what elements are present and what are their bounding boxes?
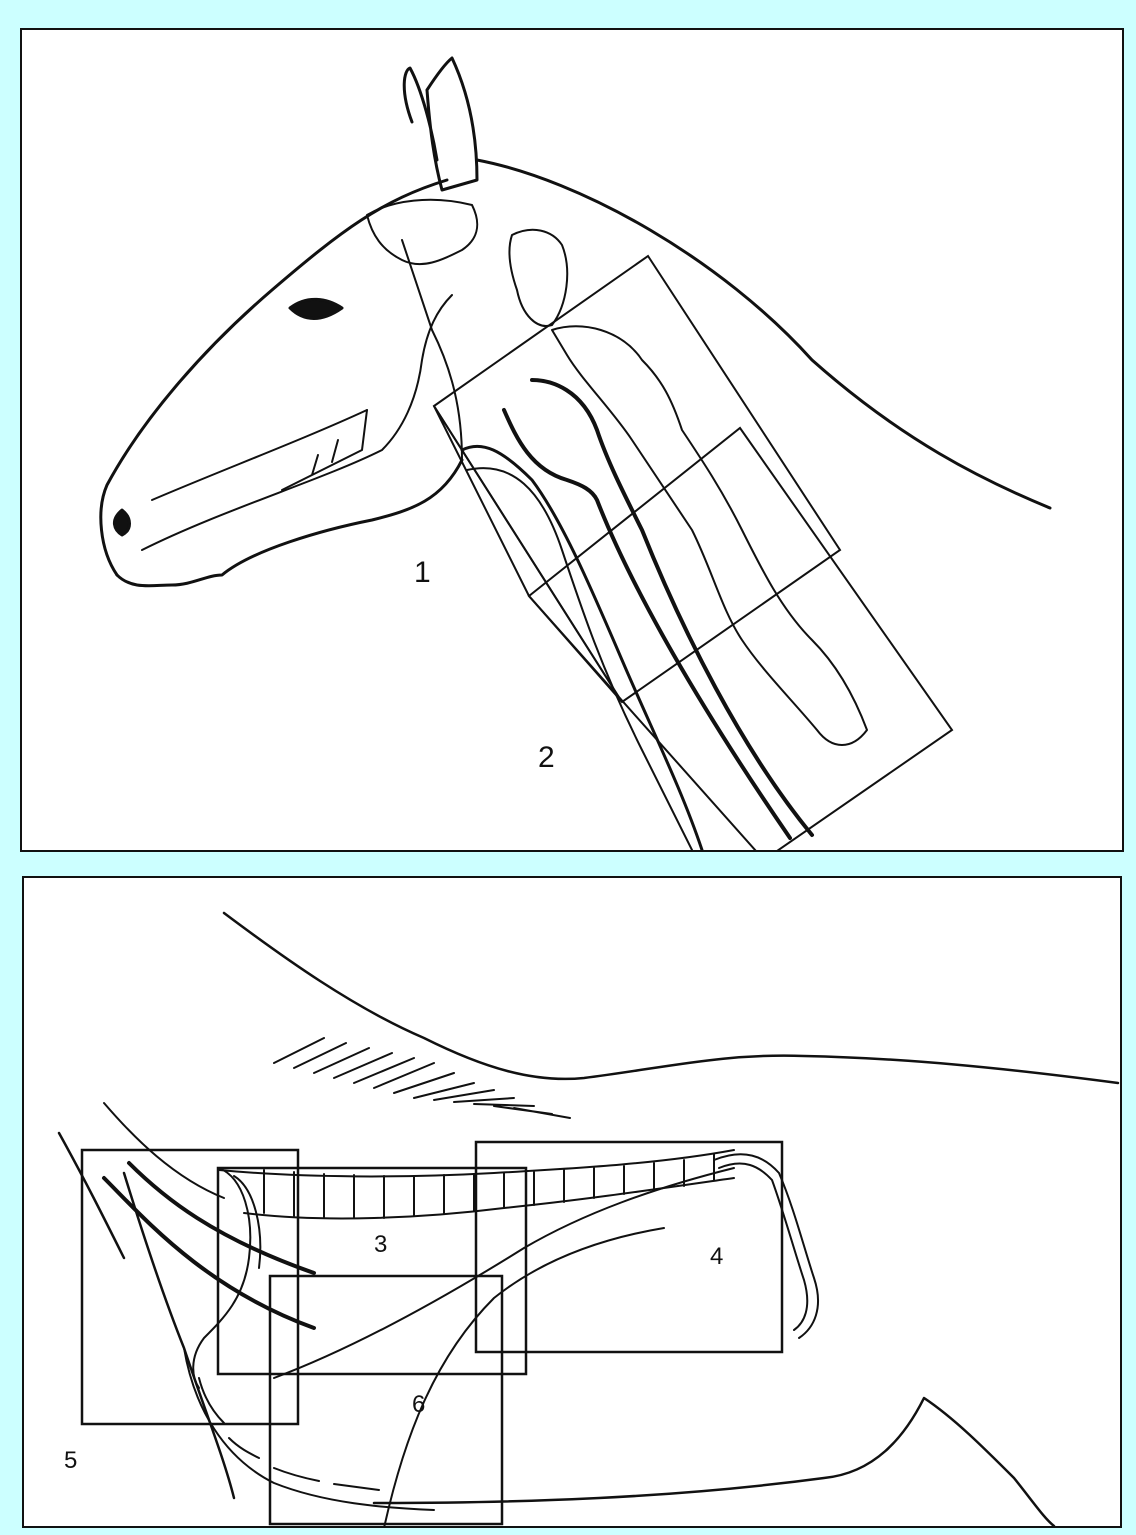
sternum-outline — [184, 1348, 434, 1510]
region-box-6 — [270, 1276, 502, 1524]
region-box-upper — [434, 256, 840, 702]
trachea-line — [104, 1178, 314, 1328]
nostril — [114, 510, 129, 535]
ear-outline — [404, 58, 477, 190]
aorta-outline-2 — [719, 1164, 807, 1330]
eye — [290, 299, 342, 318]
neck-crest-outline — [477, 160, 1050, 508]
label-5: 5 — [64, 1447, 77, 1474]
belly-outline — [374, 1398, 1054, 1526]
label-4: 4 — [710, 1243, 723, 1270]
label-3: 3 — [374, 1231, 387, 1258]
region-box-4 — [476, 1142, 782, 1352]
teeth-outline — [282, 410, 367, 490]
esophagus-line — [532, 380, 812, 835]
head-neck-panel: 1 2 — [20, 28, 1124, 852]
atlas-vertebra — [510, 230, 568, 326]
heart-outline-2 — [234, 1176, 260, 1268]
face-front-outline — [101, 180, 447, 575]
esophagus-line — [129, 1163, 314, 1273]
thorax-drawing: 3 4 5 6 — [24, 878, 1120, 1526]
label-2: 2 — [538, 741, 555, 774]
neck-outline-left — [59, 1133, 124, 1258]
mandible-outline — [142, 295, 452, 550]
head-neck-drawing: 1 2 — [22, 30, 1122, 850]
jaw-outline — [402, 240, 462, 460]
throat-outline-2 — [467, 468, 692, 850]
aorta-outline — [714, 1154, 818, 1338]
dorsal-spines — [274, 1038, 570, 1118]
label-6: 6 — [412, 1391, 425, 1418]
cervical-vertebrae — [552, 326, 867, 745]
heart-outline — [193, 1168, 250, 1388]
skull-bone-outline — [367, 200, 477, 264]
back-outline — [224, 913, 1118, 1083]
muzzle-outline — [117, 460, 462, 586]
vertebral-column-lower — [244, 1178, 734, 1218]
thorax-panel: 3 4 5 6 — [22, 876, 1122, 1528]
vertebrae-segments — [264, 1154, 714, 1218]
diaphragm-outline — [384, 1228, 664, 1526]
label-1: 1 — [414, 556, 431, 589]
